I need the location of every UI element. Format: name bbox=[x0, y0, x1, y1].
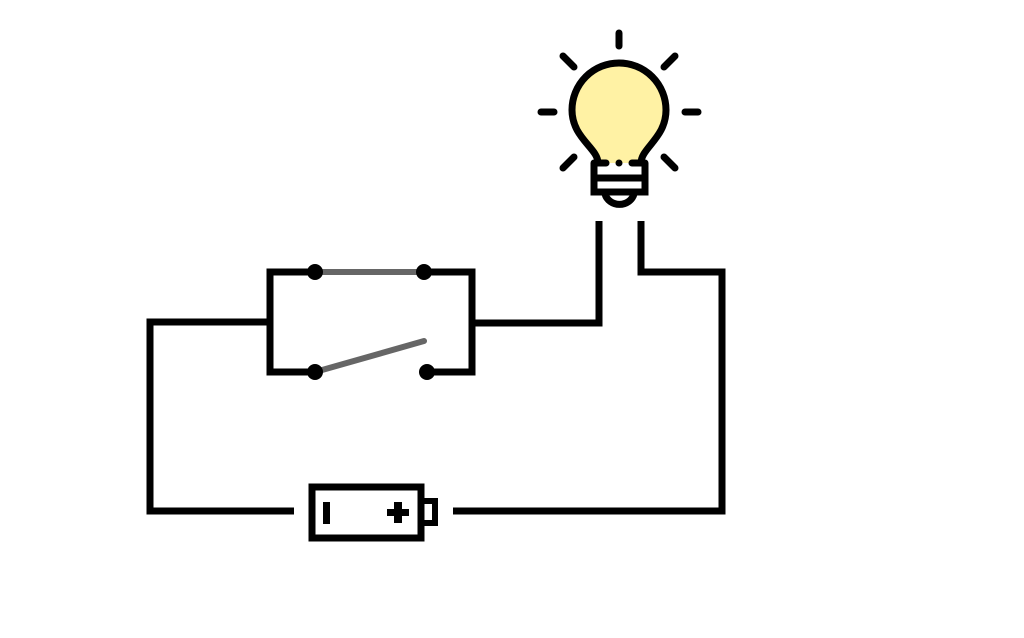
wire-switch-to-bulb bbox=[472, 221, 603, 327]
switch-frame-left bbox=[266, 268, 315, 376]
light-bulb-icon bbox=[537, 29, 702, 208]
switch-contact bbox=[416, 264, 432, 280]
battery-icon bbox=[308, 483, 438, 542]
wire-right-loop bbox=[453, 221, 726, 515]
switch-contact bbox=[307, 264, 323, 280]
switch-contact bbox=[419, 364, 435, 380]
switch-contact bbox=[307, 364, 323, 380]
wire-left-loop bbox=[146, 318, 294, 515]
open-switch-lever bbox=[312, 338, 427, 375]
switch-frame-right bbox=[424, 268, 476, 376]
